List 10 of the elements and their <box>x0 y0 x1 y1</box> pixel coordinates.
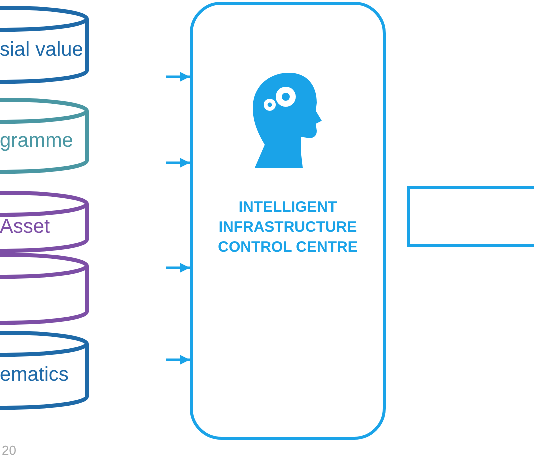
arrow <box>166 72 190 82</box>
page-number: 20 <box>2 443 16 458</box>
arrow <box>166 355 190 365</box>
arrow <box>166 158 190 168</box>
node-label: ematics <box>0 364 69 387</box>
arrow <box>166 263 190 273</box>
node-label: sial value <box>0 38 84 62</box>
node-label: gramme <box>0 130 74 152</box>
node-label: Asset <box>0 216 50 238</box>
panel-title: INTELLIGENT INFRASTRUCTURE CONTROL CENTRE <box>217 198 359 258</box>
